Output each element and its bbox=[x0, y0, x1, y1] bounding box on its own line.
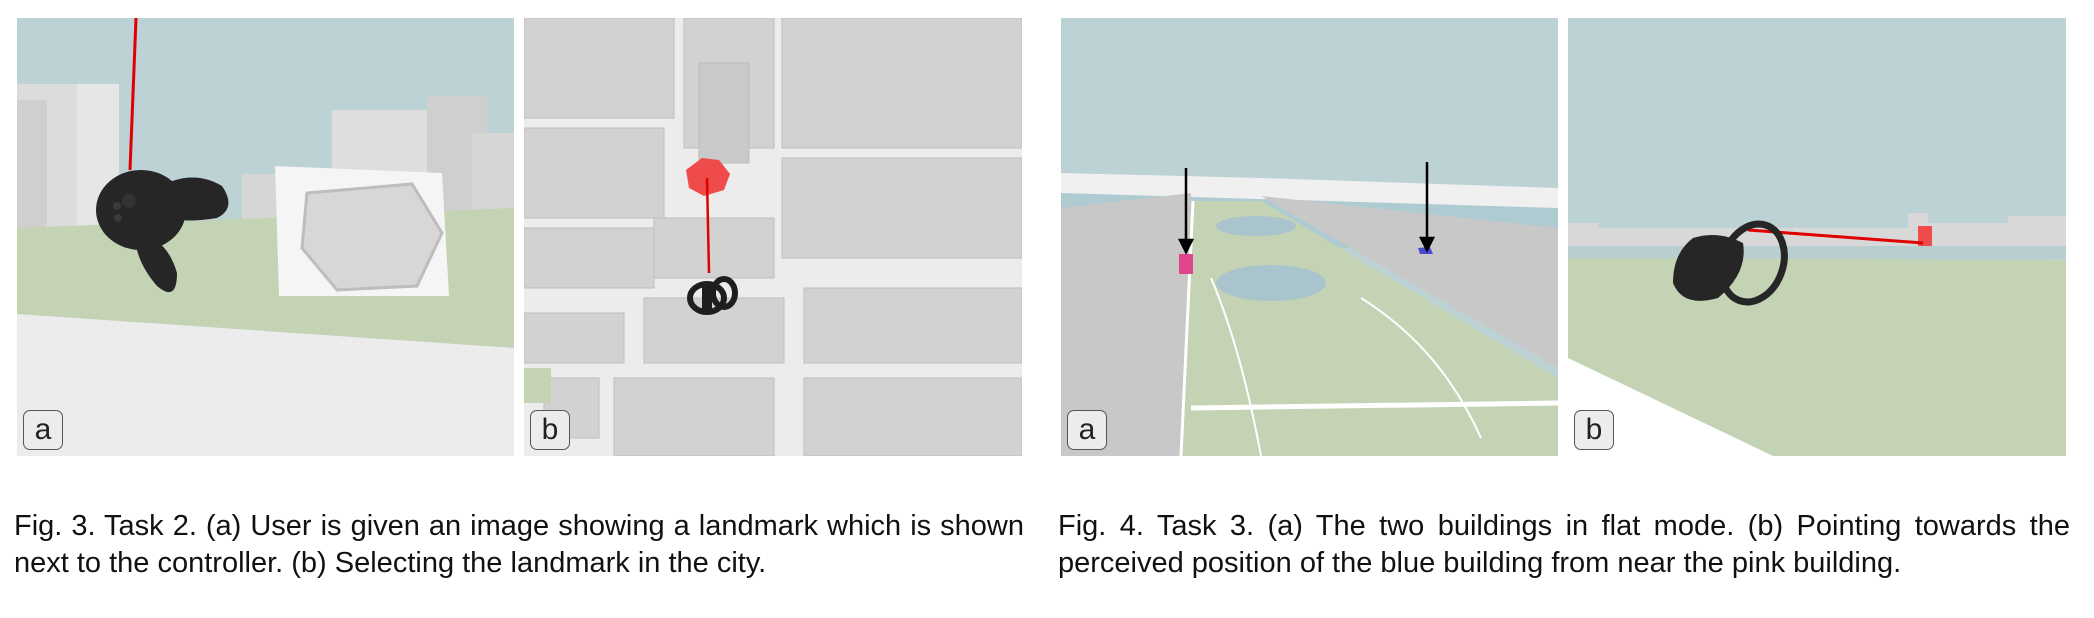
figure-caption-3: Fig. 3. Task 2. (a) User is given an ima… bbox=[14, 510, 1024, 579]
flat-mode-city-image bbox=[1061, 18, 1558, 456]
fig3-panel-a: a bbox=[17, 18, 514, 456]
panel-label: b bbox=[1574, 410, 1614, 450]
pointer-ray bbox=[705, 177, 711, 274]
target-building bbox=[1918, 226, 1932, 246]
fig4-panel-b: b bbox=[1568, 18, 2066, 456]
vr-scene-image bbox=[17, 18, 514, 456]
panel-label: b bbox=[530, 410, 570, 450]
pointing-scene-image bbox=[1568, 18, 2066, 456]
pink-building bbox=[1179, 254, 1193, 274]
vr-controller bbox=[1673, 220, 1788, 306]
fig3-panel-b: b bbox=[524, 18, 1022, 456]
blue-building bbox=[1418, 247, 1433, 254]
panel-label: a bbox=[1067, 410, 1107, 450]
city-topdown-image bbox=[524, 18, 1022, 456]
pointer-ray bbox=[128, 18, 138, 171]
fig4-panel-a: a bbox=[1061, 18, 1558, 456]
figure-caption-4: Fig. 4. Task 3. (a) The two buildings in… bbox=[1058, 510, 2070, 579]
panel-label: a bbox=[23, 410, 63, 450]
arrow-icon bbox=[1177, 162, 1436, 255]
vr-controller bbox=[96, 170, 229, 293]
